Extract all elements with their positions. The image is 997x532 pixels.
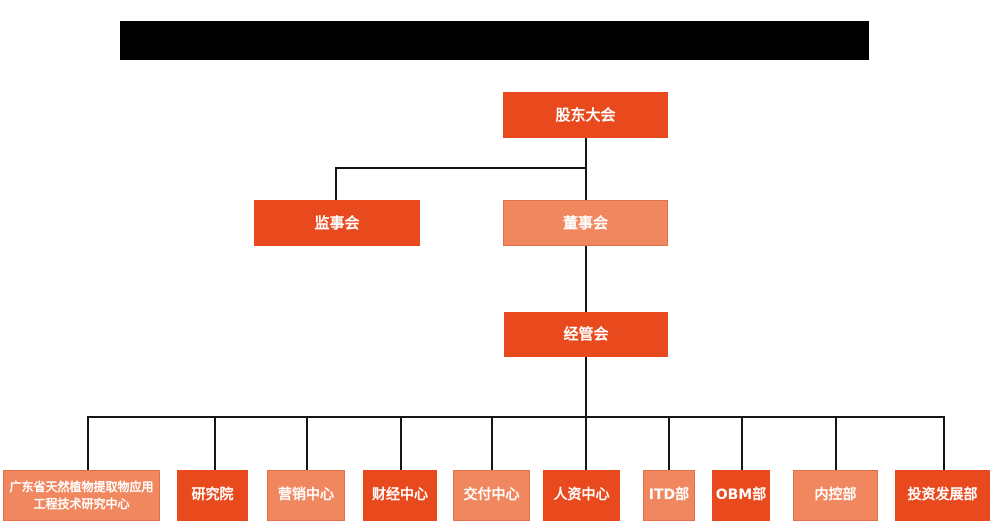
node-dept-itd: ITD部 <box>643 470 695 521</box>
node-label: 研究院 <box>191 487 234 504</box>
node-dept-delivery-center: 交付中心 <box>453 470 530 521</box>
connector-departments-bus <box>87 416 945 418</box>
node-dept-finance-center: 财经中心 <box>363 470 437 521</box>
node-label: 内控部 <box>814 487 857 504</box>
node-management-committee: 经管会 <box>504 312 668 357</box>
node-dept-hr-center: 人资中心 <box>543 470 620 521</box>
node-dept-research-institute: 研究院 <box>177 470 248 521</box>
connector-dept-drop-8 <box>741 416 743 470</box>
node-label: OBM部 <box>715 487 767 504</box>
node-label: ITD部 <box>648 487 690 504</box>
connector-level2-branch <box>335 167 587 169</box>
connector-dept-drop-7 <box>668 416 670 470</box>
connector-dept-drop-5 <box>491 416 493 470</box>
connector-dept-drop-4 <box>400 416 402 470</box>
node-dept-investment-development: 投资发展部 <box>895 470 990 521</box>
connector-dept-drop-10 <box>943 416 945 470</box>
connector-root-trunk <box>585 138 587 200</box>
node-label: 投资发展部 <box>907 487 978 504</box>
node-label: 经管会 <box>563 325 609 344</box>
node-label: 财经中心 <box>372 487 428 504</box>
node-label: 监事会 <box>314 213 360 232</box>
node-label: 广东省天然植物提取物应用工程技术研究中心 <box>9 480 154 511</box>
node-label: 股东大会 <box>555 105 616 124</box>
node-board-of-supervisors: 监事会 <box>254 200 420 246</box>
node-dept-obm: OBM部 <box>712 470 770 521</box>
connector-supervisors-drop <box>335 167 337 200</box>
node-dept-internal-control: 内控部 <box>793 470 878 521</box>
node-label: 营销中心 <box>278 487 334 504</box>
node-dept-marketing-center: 营销中心 <box>267 470 345 521</box>
node-board-of-directors: 董事会 <box>503 200 668 246</box>
redacted-title-bar <box>120 21 869 60</box>
node-shareholders-meeting: 股东大会 <box>503 92 668 138</box>
node-dept-research-center: 广东省天然植物提取物应用工程技术研究中心 <box>3 470 160 521</box>
connector-dept-drop-1 <box>87 416 89 470</box>
node-label: 董事会 <box>562 213 608 232</box>
connector-directors-to-management <box>585 246 587 312</box>
node-label: 交付中心 <box>463 487 520 504</box>
node-label: 人资中心 <box>553 487 610 504</box>
connector-dept-drop-9 <box>835 416 837 470</box>
connector-management-trunk <box>585 357 587 470</box>
connector-dept-drop-2 <box>214 416 216 470</box>
connector-dept-drop-3 <box>306 416 308 470</box>
